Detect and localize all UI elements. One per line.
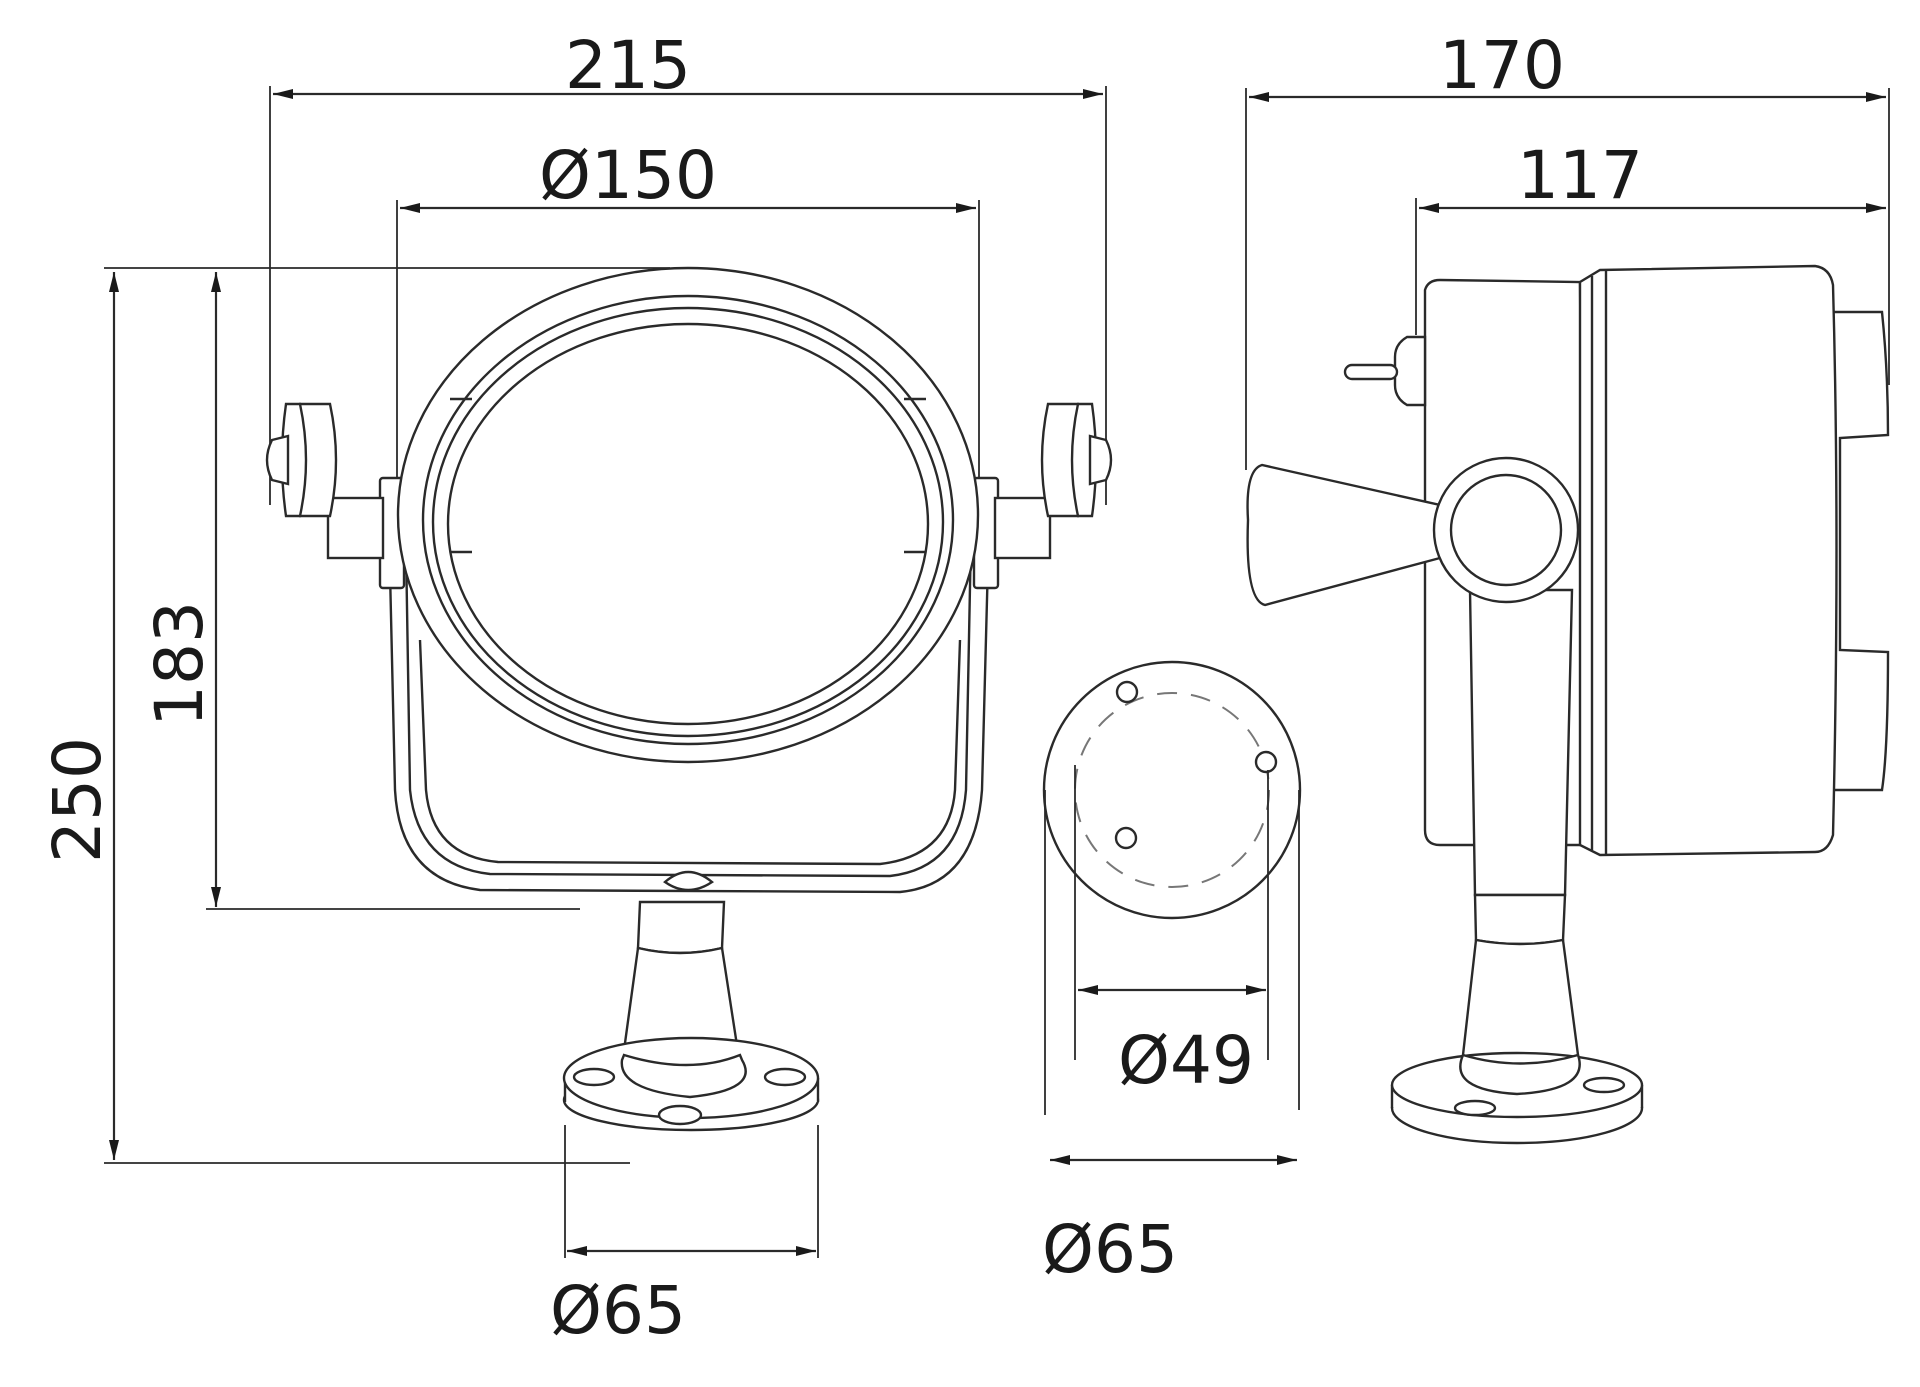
- lamp-outer-housing: [396, 266, 980, 764]
- dim-label-250: 250: [39, 737, 116, 863]
- dimension-overall-depth: 170: [1245, 27, 1890, 470]
- dim-label-117: 117: [1517, 137, 1643, 214]
- side-handle: [1246, 463, 1442, 607]
- dimension-front-base-diameter: Ø65: [550, 1125, 819, 1349]
- side-pivot-knob-outer: [1432, 456, 1580, 604]
- plan-bolt-hole-1: [1115, 680, 1139, 704]
- front-bolt-hole-2: [763, 1067, 807, 1087]
- lamp-bezel-1: [421, 294, 955, 746]
- toggle-switch: [1343, 335, 1427, 407]
- lamp-lens: [446, 322, 930, 726]
- dimension-lens-diameter: Ø150: [396, 137, 980, 480]
- yoke-lock-nub: [663, 870, 715, 892]
- dim-label-49: Ø49: [1118, 1022, 1254, 1099]
- dimension-plan-base-diameter: Ø65: [1042, 790, 1300, 1288]
- side-bolt-hole-1: [1453, 1099, 1497, 1117]
- dimension-body-depth: 117: [1415, 137, 1886, 335]
- base-outline: [1042, 660, 1302, 920]
- dim-label-150: Ø150: [539, 137, 717, 214]
- front-bolt-hole-1: [572, 1067, 616, 1087]
- dim-label-215: 215: [565, 27, 691, 104]
- dim-label-plan-65: Ø65: [1042, 1211, 1178, 1288]
- dimension-bolt-circle: Ø49: [1074, 765, 1269, 1099]
- dim-label-170: 170: [1439, 27, 1565, 104]
- dimension-overall-width: 215: [269, 27, 1107, 505]
- dim-label-front-65: Ø65: [550, 1272, 686, 1349]
- front-bolt-hole-3: [657, 1104, 703, 1126]
- plan-bolt-hole-3: [1114, 826, 1138, 850]
- left-knob-shaft: [326, 496, 385, 560]
- lamp-bezel-2: [431, 306, 945, 738]
- dimension-head-height: 183: [141, 272, 580, 910]
- side-pivot-knob-inner: [1449, 473, 1563, 587]
- base-plan-view: [1042, 660, 1302, 920]
- bolt-circle: [1074, 692, 1270, 888]
- plan-bolt-hole-2: [1254, 750, 1278, 774]
- right-knob-shaft: [993, 496, 1052, 560]
- side-view: [1246, 264, 1890, 1145]
- dim-label-183: 183: [141, 601, 218, 727]
- left-tilt-knob: [265, 402, 385, 560]
- side-bolt-hole-2: [1582, 1076, 1626, 1094]
- front-view: [265, 266, 1113, 1132]
- yoke-inner2: [418, 639, 962, 866]
- side-rear-housing: [1578, 264, 1838, 857]
- dimension-overall-height: 250: [39, 267, 670, 1164]
- front-pedestal: [562, 900, 820, 1132]
- right-tilt-knob: [993, 402, 1113, 560]
- side-pedestal-arm: [1468, 588, 1574, 897]
